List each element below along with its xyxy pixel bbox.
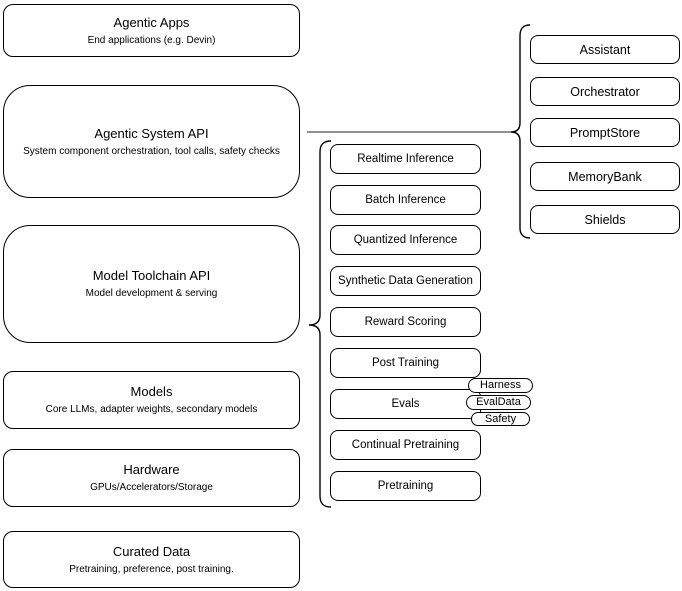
node-batch-inference: Batch Inference [330,185,481,215]
node-title: Curated Data [112,543,191,559]
node-shields: Shields [530,205,680,234]
node-subtitle: Core LLMs, adapter weights, secondary mo… [45,404,258,415]
node-title: Agentic Apps [113,14,190,30]
node-title: Hardware [123,462,180,477]
node-subtitle: GPUs/Accelerators/Storage [90,482,213,493]
node-curated-data: Curated Data Pretraining, preference, po… [3,531,300,588]
node-assistant: Assistant [530,35,680,64]
node-title: Models [130,384,173,399]
node-pretraining: Pretraining [330,471,481,501]
system-group-brace [510,24,531,239]
tag-harness: Harness [468,378,533,393]
node-subtitle: System component orchestration, tool cal… [23,145,280,157]
node-models: Models Core LLMs, adapter weights, secon… [3,371,300,429]
node-agentic-system-api: Agentic System API System component orch… [3,85,300,198]
node-orchestrator: Orchestrator [530,77,680,106]
node-quantized-inference: Quantized Inference [330,225,481,255]
node-evals: Evals [330,389,481,419]
node-continual-pretraining: Continual Pretraining [330,430,481,460]
node-post-training: Post Training [330,348,481,378]
node-promptstore: PromptStore [530,118,680,147]
node-subtitle: Model development & serving [85,288,218,299]
tag-evaldata: EvalData [466,395,531,410]
node-memorybank: MemoryBank [530,162,680,191]
node-model-toolchain-api: Model Toolchain API Model development & … [3,225,300,343]
node-agentic-apps: Agentic Apps End applications (e.g. Devi… [3,4,300,57]
node-synthetic-data-generation: Synthetic Data Generation [330,266,481,296]
toolchain-group-brace [308,140,332,508]
node-title: Model Toolchain API [92,268,211,283]
node-reward-scoring: Reward Scoring [330,307,481,337]
tag-safety: Safety [471,412,530,426]
node-hardware: Hardware GPUs/Accelerators/Storage [3,449,300,507]
node-realtime-inference: Realtime Inference [330,144,481,174]
node-subtitle: Pretraining, preference, post training. [69,563,234,575]
node-title: Agentic System API [94,125,209,141]
node-subtitle: End applications (e.g. Devin) [87,34,216,46]
